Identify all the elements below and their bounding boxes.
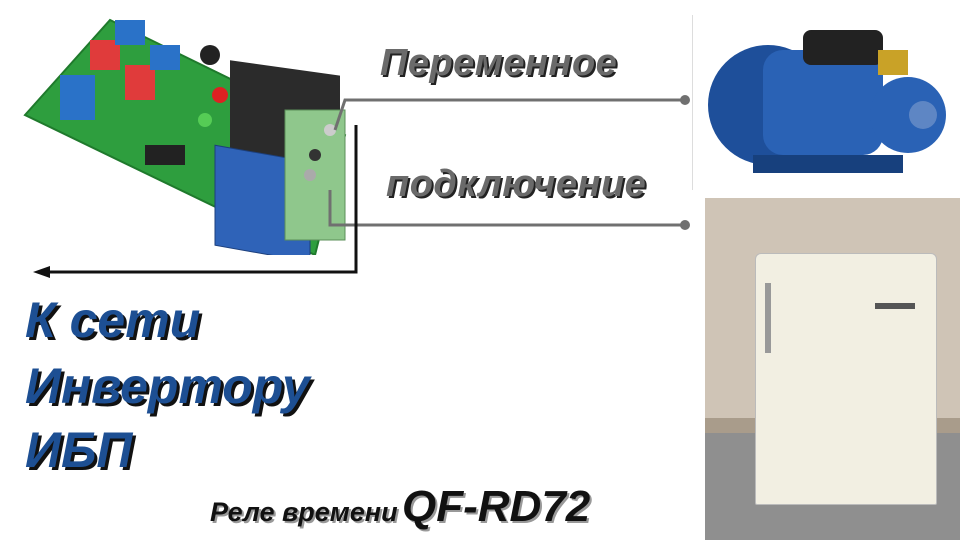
source-label-inverter: Инвертору (25, 358, 310, 414)
caption-model: QF-RD72 (402, 482, 591, 531)
ac-label-line1: Переменное (380, 42, 618, 84)
source-label-ups: ИБП (25, 422, 133, 478)
mains-arrowhead (33, 266, 50, 278)
water-pump-image (692, 15, 953, 190)
wire-to-mains (48, 125, 358, 274)
pump-connection-dot (680, 95, 690, 105)
source-label-mains: К сети (25, 292, 201, 348)
fridge-body (755, 253, 937, 505)
refrigerator-image (705, 198, 960, 540)
caption: Реле времени QF-RD72 (210, 482, 590, 532)
ac-label-line2: подключение (386, 163, 647, 205)
wire-to-pump (333, 98, 685, 131)
caption-prefix: Реле времени (210, 497, 398, 527)
fridge-connection-dot (680, 220, 690, 230)
relay-board-image (15, 15, 355, 263)
wire-to-fridge (328, 190, 685, 227)
